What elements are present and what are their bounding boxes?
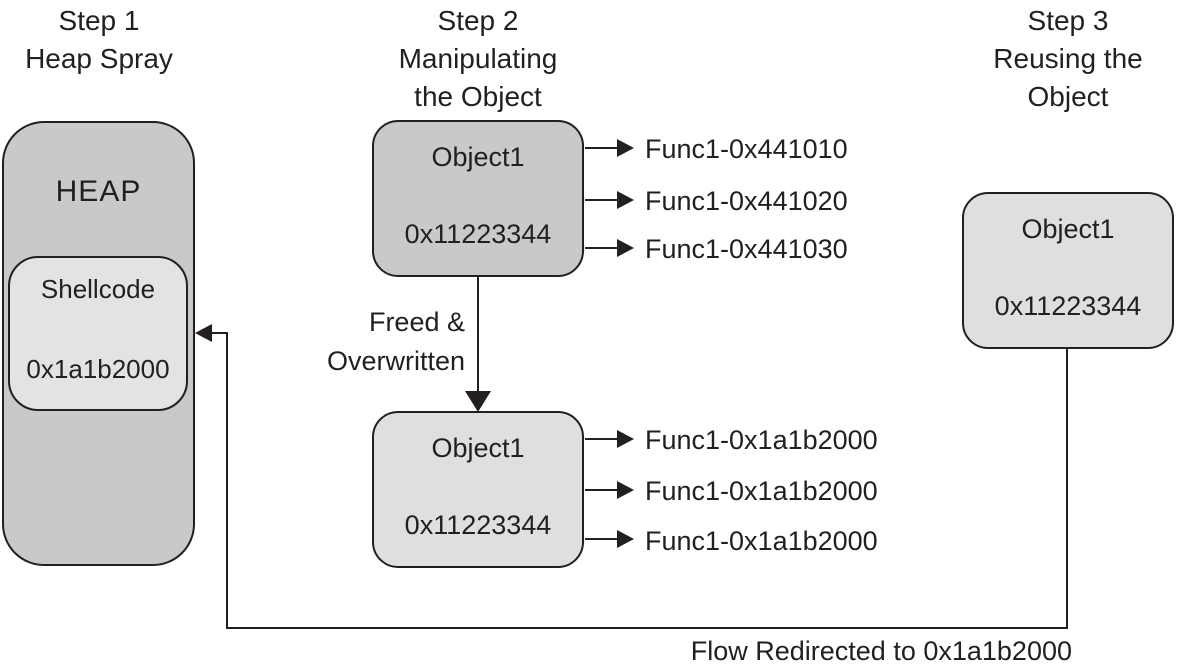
func-after-2: Func1-0x1a1b2000 [645,476,878,506]
freed-label-line1: Freed & [368,307,465,337]
func-after-3: Func1-0x1a1b2000 [645,526,878,556]
object-before-name: Object1 [431,142,525,172]
vtable-before-arrow-line-3 [585,247,618,249]
object-reused-name: Object1 [1021,214,1115,244]
func-after-1: Func1-0x1a1b2000 [645,425,878,455]
vtable-after-arrowhead-3-icon [617,530,634,548]
object-before-address: 0x11223344 [404,219,552,249]
vtable-after-arrow-line-1 [585,438,618,440]
step3-title-line1: Step 3 [1027,5,1109,36]
freed-label-line2: Overwritten [326,346,465,376]
vtable-after-arrowhead-1-icon [617,430,634,448]
step3-title-line2: Reusing the [993,43,1143,74]
object-after-address: 0x11223344 [404,510,552,540]
vtable-after-arrowhead-2-icon [617,481,634,499]
freed-arrow-line [477,277,479,393]
vtable-before-arrowhead-1-icon [617,139,634,157]
flow-path-right-vertical [1066,349,1068,629]
flow-path-bottom-horizontal [226,627,1068,629]
step3-title: Step 3 Reusing the Object [958,2,1177,116]
step2-title: Step 2 Manipulating the Object [368,2,588,116]
step1-title-line1: Step 1 [58,5,140,36]
flow-path-left-vertical [226,332,228,629]
vtable-before-arrowhead-3-icon [617,239,634,257]
heap-label: HEAP [55,175,142,208]
freed-overwritten-label: Freed & Overwritten [270,303,465,381]
func-before-3: Func1-0x441030 [645,234,848,264]
shellcode-box: Shellcode 0x1a1b2000 [8,256,188,411]
vtable-after-arrow-line-3 [585,538,618,540]
vtable-before-arrowhead-2-icon [617,191,634,209]
step1-title: Step 1 Heap Spray [0,2,198,78]
object-after-name: Object1 [431,433,525,463]
step2-title-line1: Step 2 [437,5,519,36]
func-before-1: Func1-0x441010 [645,134,848,164]
flow-arrowhead-icon [195,324,212,342]
step1-title-line2: Heap Spray [25,43,173,74]
object-reused-box: Object1 0x11223344 [962,192,1174,349]
freed-arrowhead-icon [465,391,491,412]
vtable-before-arrow-line-1 [585,147,618,149]
func-before-2: Func1-0x441020 [645,186,848,216]
flow-path-left-stub [211,332,228,334]
object-reused-address: 0x11223344 [994,291,1142,321]
step2-title-line3: the Object [414,81,542,112]
vtable-before-arrow-line-2 [585,199,618,201]
shellcode-name: Shellcode [40,274,156,304]
object-after-box: Object1 0x11223344 [372,411,584,568]
step2-title-line2: Manipulating [398,43,558,74]
step3-title-line3: Object [1027,81,1109,112]
vtable-after-arrow-line-2 [585,489,618,491]
flow-redirect-label: Flow Redirected to 0x1a1b2000 [690,636,1072,666]
object-before-box: Object1 0x11223344 [372,120,584,277]
shellcode-address: 0x1a1b2000 [26,354,170,384]
